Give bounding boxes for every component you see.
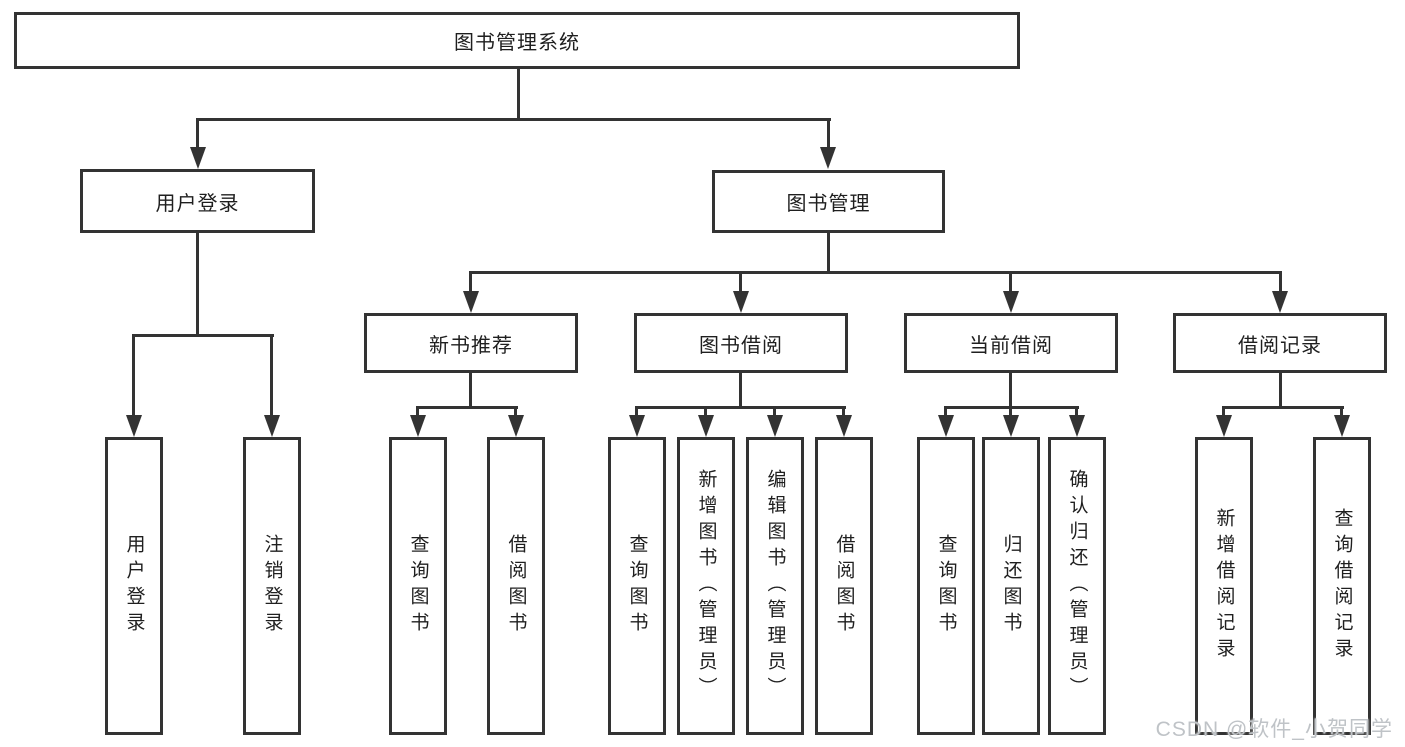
arrow-rec-query-head	[410, 415, 426, 437]
connector-login-stub	[196, 233, 199, 336]
leaf-borrow-books-1: 借阅图书	[487, 437, 545, 735]
arrow-bor-query-shaft	[635, 406, 638, 415]
connector-recommend-bus	[417, 406, 518, 409]
leaf-borrow-books-2: 借阅图书	[815, 437, 873, 735]
connector-level2-bus	[197, 118, 831, 121]
watermark: CSDN @软件_小贺同学	[1155, 718, 1393, 741]
connector-current-stub	[1009, 373, 1012, 408]
leaf-add-borrow-record-label: 新增借阅记录	[1213, 508, 1235, 664]
arrow-current-shaft	[1009, 271, 1012, 291]
arrow-bor-borrow-head	[836, 415, 852, 437]
leaf-edit-book-admin-label: 编辑图书（管理员）	[764, 469, 786, 703]
arrow-current-head	[1003, 291, 1019, 313]
arrow-leaf-logout-head	[264, 415, 280, 437]
node-root: 图书管理系统	[14, 12, 1020, 69]
arrow-borrow-shaft	[739, 271, 742, 291]
leaf-borrow-books-1-label: 借阅图书	[505, 534, 527, 638]
leaf-confirm-return-admin: 确认归还（管理员）	[1048, 437, 1106, 735]
leaf-logout-label: 注销登录	[261, 534, 283, 638]
arrow-recommend-head	[463, 291, 479, 313]
arrow-user-login-head	[190, 147, 206, 169]
arrow-recd-add-shaft	[1222, 406, 1225, 415]
connector-records-bus	[1223, 406, 1344, 409]
leaf-borrow-books-2-label: 借阅图书	[833, 534, 855, 638]
leaf-user-login: 用户登录	[105, 437, 163, 735]
arrow-rec-query-shaft	[416, 406, 419, 415]
arrow-bor-borrow-shaft	[842, 406, 845, 415]
arrow-book-mgmt-head	[820, 147, 836, 169]
leaf-query-books-2-label: 查询图书	[626, 534, 648, 638]
node-current-borrow: 当前借阅	[904, 313, 1118, 373]
arrow-cur-confirm-head	[1069, 415, 1085, 437]
arrow-rec-borrow-head	[508, 415, 524, 437]
arrow-leaf-login-head	[126, 415, 142, 437]
arrow-recd-query-shaft	[1340, 406, 1343, 415]
leaf-query-books-3-label: 查询图书	[935, 534, 957, 638]
leaf-return-book: 归还图书	[982, 437, 1040, 735]
connector-level3-bus	[470, 271, 1282, 274]
connector-current-bus	[945, 406, 1079, 409]
arrow-bor-query-head	[629, 415, 645, 437]
arrow-cur-query-head	[938, 415, 954, 437]
leaf-user-login-label: 用户登录	[123, 534, 145, 638]
arrow-leaf-logout-shaft	[270, 334, 273, 415]
arrow-rec-borrow-shaft	[514, 406, 517, 415]
arrow-book-mgmt-shaft	[827, 118, 830, 147]
leaf-query-books-1: 查询图书	[389, 437, 447, 735]
arrow-cur-confirm-shaft	[1075, 406, 1078, 415]
leaf-add-book-admin: 新增图书（管理员）	[677, 437, 735, 735]
leaf-query-books-3: 查询图书	[917, 437, 975, 735]
arrow-recommend-shaft	[469, 271, 472, 291]
connector-login-bus	[133, 334, 274, 337]
arrow-recd-add-head	[1216, 415, 1232, 437]
arrow-records-head	[1272, 291, 1288, 313]
connector-borrow-stub	[739, 373, 742, 408]
node-new-book-recommend: 新书推荐	[364, 313, 578, 373]
leaf-edit-book-admin: 编辑图书（管理员）	[746, 437, 804, 735]
node-user-login: 用户登录	[80, 169, 315, 233]
arrow-records-shaft	[1279, 271, 1282, 291]
leaf-query-borrow-record: 查询借阅记录	[1313, 437, 1371, 735]
leaf-query-books-1-label: 查询图书	[407, 534, 429, 638]
connector-records-stub	[1279, 373, 1282, 408]
arrow-leaf-login-shaft	[132, 334, 135, 415]
arrow-cur-return-head	[1003, 415, 1019, 437]
leaf-return-book-label: 归还图书	[1000, 534, 1022, 638]
arrow-cur-query-shaft	[944, 406, 947, 415]
arrow-cur-return-shaft	[1009, 406, 1012, 415]
connector-mgmt-stub	[827, 233, 830, 273]
connector-root-stub	[517, 69, 520, 119]
node-book-borrow: 图书借阅	[634, 313, 848, 373]
arrow-borrow-head	[733, 291, 749, 313]
arrow-user-login-shaft	[196, 118, 199, 147]
leaf-add-book-admin-label: 新增图书（管理员）	[695, 469, 717, 703]
node-borrow-records: 借阅记录	[1173, 313, 1387, 373]
arrow-bor-edit-head	[767, 415, 783, 437]
leaf-logout: 注销登录	[243, 437, 301, 735]
leaf-query-borrow-record-label: 查询借阅记录	[1331, 508, 1353, 664]
connector-recommend-stub	[469, 373, 472, 408]
node-book-management: 图书管理	[712, 170, 945, 233]
leaf-query-books-2: 查询图书	[608, 437, 666, 735]
leaf-confirm-return-admin-label: 确认归还（管理员）	[1066, 469, 1088, 703]
leaf-add-borrow-record: 新增借阅记录	[1195, 437, 1253, 735]
arrow-bor-add-head	[698, 415, 714, 437]
connector-borrow-bus	[636, 406, 846, 409]
arrow-recd-query-head	[1334, 415, 1350, 437]
arrow-bor-add-shaft	[704, 406, 707, 415]
arrow-bor-edit-shaft	[773, 406, 776, 415]
